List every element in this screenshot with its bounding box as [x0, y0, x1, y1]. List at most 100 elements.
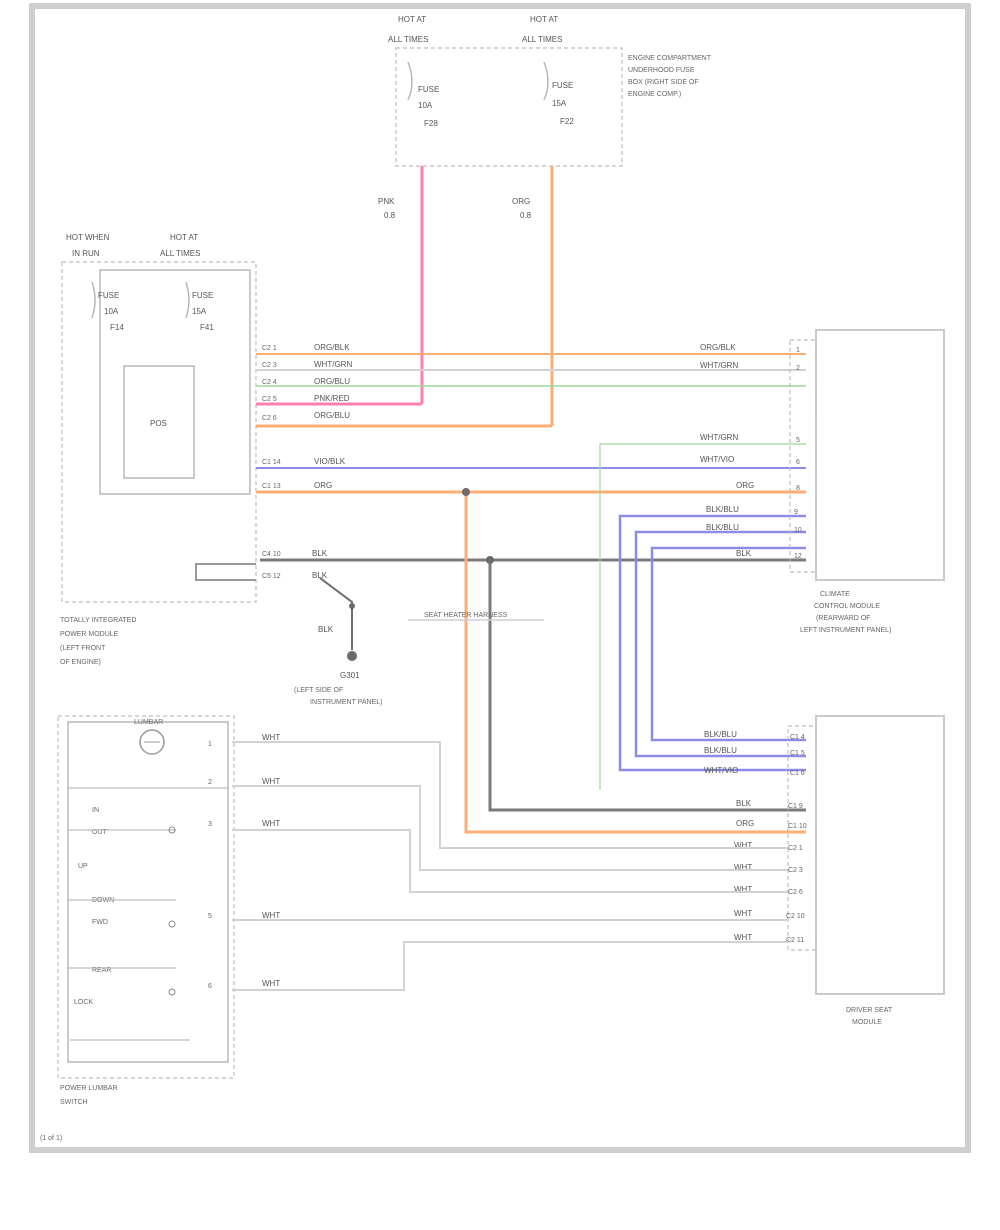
wire-label: 9 [794, 509, 798, 516]
wire-label: 5 [208, 913, 212, 920]
fuse-number: F14 [110, 323, 124, 332]
wire-label: BLK/BLU [706, 505, 739, 514]
switch-row-label: REAR [92, 967, 111, 974]
seat-desc-2: MODULE [852, 1019, 882, 1026]
fuse-amp: 15A [192, 307, 207, 316]
cm-desc-4: LEFT INSTRUMENT PANEL) [800, 627, 891, 634]
engine-fuse-box: HOT AT ALL TIMES HOT AT ALL TIMES FUSE 1… [388, 15, 712, 167]
wire-color-label: PNK [378, 197, 395, 206]
wire-label: 5 [796, 437, 800, 444]
switch-row-label: LOCK [74, 999, 93, 1006]
wire-label: BLK/BLU [704, 746, 737, 755]
wire-label: VIO/BLK [314, 457, 346, 466]
wire-size-label: 0.8 [520, 211, 532, 220]
wire-size-label: 0.8 [384, 211, 396, 220]
driver-seat-module: DRIVER SEAT MODULE [787, 715, 945, 1026]
pm-desc-3: (LEFT FRONT [60, 645, 106, 652]
switch-desc-1: POWER LUMBAR [60, 1085, 118, 1092]
pm-outline [61, 261, 257, 603]
fuse-label: FUSE [192, 291, 213, 300]
fuse-box-desc-2: UNDERHOOD FUSE [628, 67, 695, 74]
pm-pos-box [123, 365, 195, 479]
pm-desc-4: OF ENGINE) [60, 659, 101, 666]
switch-inner [67, 721, 229, 1063]
pm-header-right-sub: ALL TIMES [160, 249, 200, 258]
wire-label: 1 [796, 347, 800, 354]
cm-desc-3: (REARWARD OF [816, 615, 870, 622]
fuse-box-desc-4: ENGINE COMP.) [628, 91, 681, 98]
wire-label: BLK [312, 571, 328, 580]
wire-label: WHT/GRN [314, 360, 352, 369]
fuse-box-header-right: HOT AT [530, 15, 558, 24]
ground-desc-2: INSTRUMENT PANEL) [310, 699, 382, 706]
switch-row-label: FWD [92, 919, 108, 926]
wire-label: PNK/RED [314, 394, 350, 403]
switch-desc-2: SWITCH [60, 1099, 88, 1106]
wire-label: C4 10 [262, 551, 281, 558]
wire-label: C1 4 [790, 734, 805, 741]
fuse-label: FUSE [418, 85, 439, 94]
pm-desc-2: POWER MODULE [60, 631, 119, 638]
switch-row-label: OUT [92, 829, 108, 836]
wire-label: C2 6 [788, 889, 803, 896]
fuse-symbol-icon [407, 61, 413, 101]
fuse-box-desc-3: BOX (RIGHT SIDE OF [628, 79, 699, 86]
wire-label: 3 [208, 821, 212, 828]
fuse-box-header-right-sub: ALL TIMES [522, 35, 562, 44]
wire-label: ORG/BLU [314, 411, 350, 420]
wire-label: WHT [262, 911, 280, 920]
wire-label: C2 5 [262, 396, 277, 403]
fuse-number: F28 [424, 119, 438, 128]
switch-row-label: UP [78, 863, 88, 870]
wire-label: 6 [208, 983, 212, 990]
diagram-frame [29, 3, 971, 1153]
wire-label: C2 3 [262, 362, 277, 369]
wire-label: C2 11 [786, 937, 804, 944]
wire-label: C2 4 [262, 379, 277, 386]
fuse-box-desc-1: ENGINE COMPARTMENT [628, 55, 712, 62]
wire-label: ORG [736, 481, 754, 490]
wire-label: ORG [736, 819, 754, 828]
wire-label: WHT [734, 933, 752, 942]
wire-label: C1 5 [790, 750, 805, 757]
wire-label: WHT/GRN [700, 433, 738, 442]
pm-inner-label: POS [150, 419, 167, 428]
wire-label: ORG/BLU [314, 377, 350, 386]
cm-connector [789, 339, 817, 573]
fuse-number: F41 [200, 323, 214, 332]
wire-label: 2 [796, 365, 800, 372]
switch-outline [57, 715, 235, 1079]
ground-icon [347, 651, 357, 661]
wire-label: WHT [734, 885, 752, 894]
fuse-symbol-icon [185, 281, 190, 319]
wire-label: C1 6 [790, 770, 805, 777]
wire-label: WHT [262, 819, 280, 828]
climate-control-module: CLIMATE CONTROL MODULE (REARWARD OF LEFT… [789, 329, 945, 634]
wire-label: BLK/BLU [704, 730, 737, 739]
fuse-box-outline [395, 47, 623, 167]
seat-pin-labels: BLK/BLU C1 4 BLK/BLU C1 5 WHT/VIO C1 6 B… [704, 730, 807, 944]
lamp-icon [139, 729, 165, 755]
cm-desc-2: CONTROL MODULE [814, 603, 880, 610]
pm-header-left: HOT WHEN [66, 233, 110, 242]
wire-label: WHT [734, 909, 752, 918]
power-module: HOT WHEN IN RUN HOT AT ALL TIMES POS FUS… [60, 233, 257, 666]
footer-label: (1 of 1) [40, 1135, 62, 1142]
wire-label: WHT/VIO [700, 455, 734, 464]
wire-label: C2 6 [262, 415, 277, 422]
splice-icon [349, 603, 355, 609]
fuse-symbol-icon [91, 281, 96, 319]
pm-header-left-sub: IN RUN [72, 249, 100, 258]
wire-label: BLK [312, 549, 328, 558]
wire-label: C1 9 [788, 803, 803, 810]
wire-label: 2 [208, 779, 212, 786]
fuse-box-header-left-sub: ALL TIMES [388, 35, 428, 44]
wire-label: C2 10 [786, 913, 805, 920]
wire-label: ORG/BLK [314, 343, 350, 352]
switch-wires: 1 WHT 2 WHT 3 WHT 5 WHT 6 WHT [208, 733, 788, 991]
fuse-amp: 15A [552, 99, 567, 108]
wire-color-label: ORG [512, 197, 530, 206]
wire-label: WHT [262, 733, 280, 742]
ground-desc-1: (LEFT SIDE OF [294, 687, 343, 694]
harness-label: SEAT HEATER HARNESS [424, 612, 508, 619]
